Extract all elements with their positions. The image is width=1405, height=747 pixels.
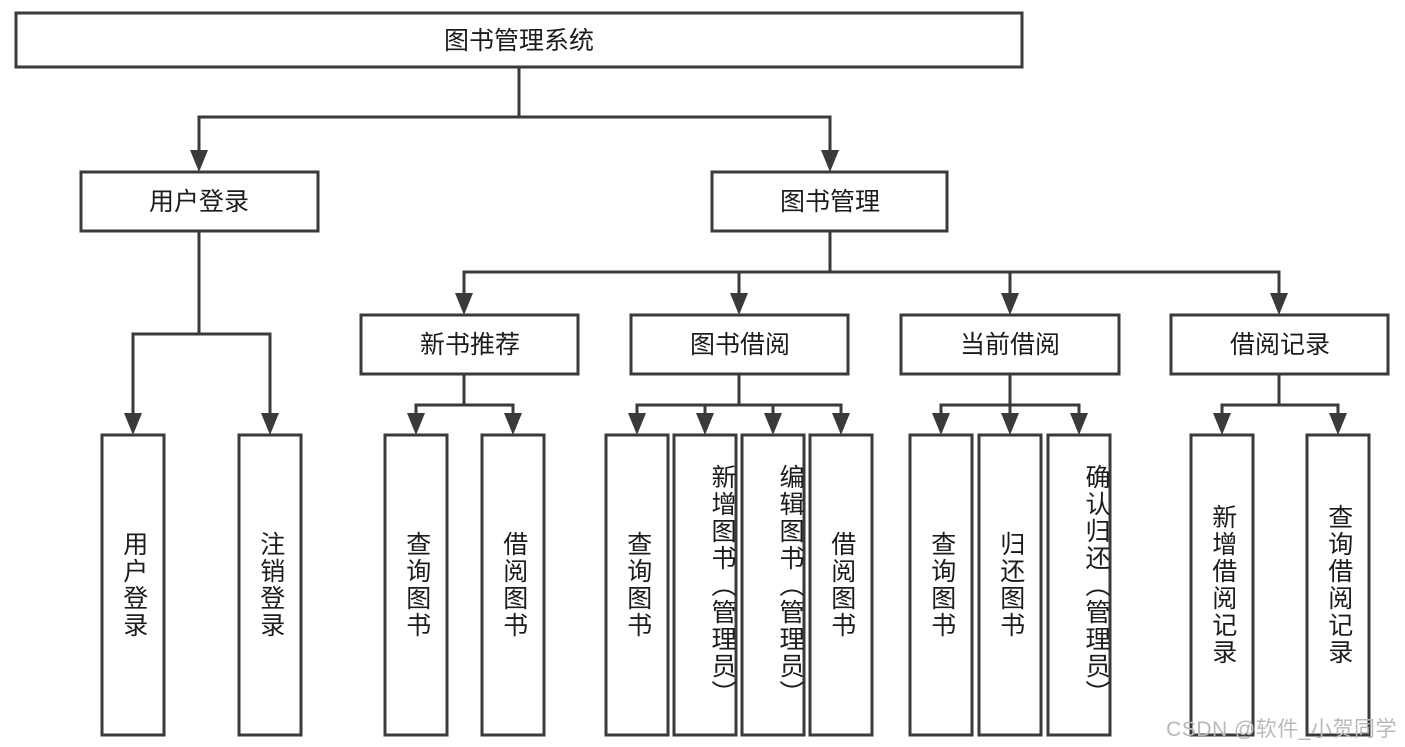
node-user-login[interactable]: 用户登录 [79,170,320,233]
node-book-management[interactable]: 图书管理 [710,170,949,233]
arrow-leaf-1 [261,413,279,435]
node-root-box[interactable] [14,11,1024,69]
arrow-leaf-6 [764,413,782,435]
node-borrow-record-label: 借阅记录 [1230,331,1330,359]
arrow-leaf-3 [504,413,522,435]
arrow-leaf-2 [407,413,425,435]
node-borrow-record-box[interactable] [1169,313,1390,376]
node-book-management-label: 图书管理 [780,188,880,216]
connector-currentborrow-to-leaves [932,372,1088,435]
leaf-box-1[interactable] [237,433,303,737]
arrow-user-login [190,150,208,172]
connector-userlogin-to-leaves [124,229,279,435]
node-user-login-label: 用户登录 [149,188,249,216]
arrow-leaf-5 [696,413,714,435]
node-new-book-recommend-label: 新书推荐 [420,331,520,359]
arrow-new-books [455,293,473,315]
connector-borrowrecord-to-leaves [1213,372,1347,435]
connector-newbooks-to-leaves [407,372,522,435]
arrow-leaf-9 [1001,413,1019,435]
arrow-current-borrow [1001,293,1019,315]
arrow-book-mgmt [821,150,839,172]
leaf-box-4[interactable] [604,433,670,737]
arrow-borrow-books [730,293,748,315]
connector-bookmgmt-to-level3 [455,229,1288,315]
node-user-login-box[interactable] [79,170,320,233]
connector-borrowbooks-to-leaves [628,372,850,435]
arrow-leaf-8 [932,413,950,435]
node-borrow-record[interactable]: 借阅记录 [1169,313,1390,376]
arrow-leaf-4 [628,413,646,435]
node-new-book-recommend[interactable]: 新书推荐 [359,313,580,376]
leaf-boxes [100,433,1371,737]
leaf-box-10[interactable] [1046,433,1112,737]
leaf-box-3[interactable] [480,433,546,737]
node-new-book-recommend-box[interactable] [359,313,580,376]
leaf-box-2[interactable] [383,433,449,737]
node-book-borrow-label: 图书借阅 [690,331,790,359]
node-book-management-box[interactable] [710,170,949,233]
node-root-label: 图书管理系统 [444,27,594,55]
node-current-borrow-label: 当前借阅 [960,331,1060,359]
watermark-text: CSDN @软件_小贺同学 [1166,718,1397,741]
leaf-box-9[interactable] [977,433,1043,737]
arrow-leaf-7 [832,413,850,435]
arrow-leaf-12 [1329,413,1347,435]
leaf-box-6[interactable] [740,433,806,737]
leaf-box-12[interactable] [1305,433,1371,737]
leaf-box-7[interactable] [808,433,874,737]
leaf-box-8[interactable] [908,433,974,737]
leaf-box-5[interactable] [672,433,738,737]
node-current-borrow-box[interactable] [899,313,1121,376]
leaf-box-0[interactable] [100,433,166,737]
connector-root-to-level2 [190,65,839,172]
node-book-borrow-box[interactable] [629,313,850,376]
node-root[interactable]: 图书管理系统 [14,11,1024,69]
arrow-leaf-0 [124,413,142,435]
node-book-borrow[interactable]: 图书借阅 [629,313,850,376]
node-current-borrow[interactable]: 当前借阅 [899,313,1121,376]
arrow-leaf-11 [1213,413,1231,435]
arrow-leaf-10 [1070,413,1088,435]
leaf-box-11[interactable] [1189,433,1255,737]
arrow-borrow-record [1270,293,1288,315]
